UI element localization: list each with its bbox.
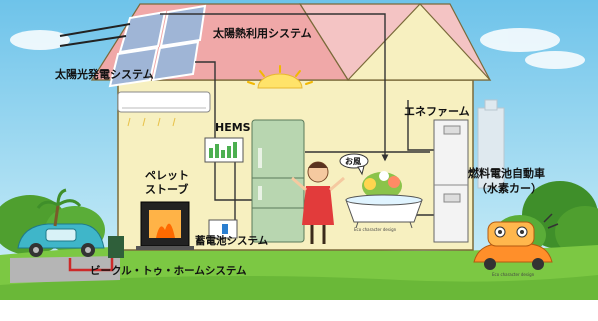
pellet-stove-label-line2: ストーブ [145,183,189,196]
power-cable [59,23,131,37]
fuel-cell-unit-icon [433,119,469,243]
power-cable [59,35,127,47]
bath-bubble-text: お風 [345,157,361,166]
sun-icon [247,65,313,89]
hems-label: HEMS [215,121,251,134]
storage-battery-label: 蓄電池システム [195,235,269,247]
palm-tree [36,188,82,227]
fuel-cell-car-label-line2: （水素カー） [476,182,542,195]
driveway [10,256,120,283]
utility-box [108,236,124,258]
vehicle-to-home-label: ビークル・トゥ・ホームシステム [90,265,247,277]
enefarm-label: エネファーム [404,105,470,118]
fuel-cell-car-label-line1: 燃料電池自動車 [468,167,545,180]
hydrogen-car-icon [473,213,559,270]
pellet-stove-label-line1: ペレット [145,169,189,182]
person-icon [291,161,345,244]
solar-panel-icon [108,4,207,88]
electric-car-icon [17,223,105,257]
air-conditioner-icon [117,91,211,127]
refrigerator-icon [251,119,305,243]
gable-wall [346,3,492,81]
car-caption: Eco character design [492,272,535,277]
bathtub-icon [345,171,423,229]
hems-monitor-icon [204,137,244,163]
speech-bubble [339,153,369,176]
bath-caption: Eco character design [354,227,397,232]
background-building [477,99,505,189]
pellet-stove-icon [136,201,194,250]
storage-battery-icon [208,219,238,239]
solar-thermal-system-label: 太陽熱利用システム [213,27,312,40]
clouds [10,28,585,69]
v2h-cable [68,258,114,272]
photovoltaic-system-label: 太陽光発電システム [55,68,154,81]
white-margin-bottom [0,300,598,321]
